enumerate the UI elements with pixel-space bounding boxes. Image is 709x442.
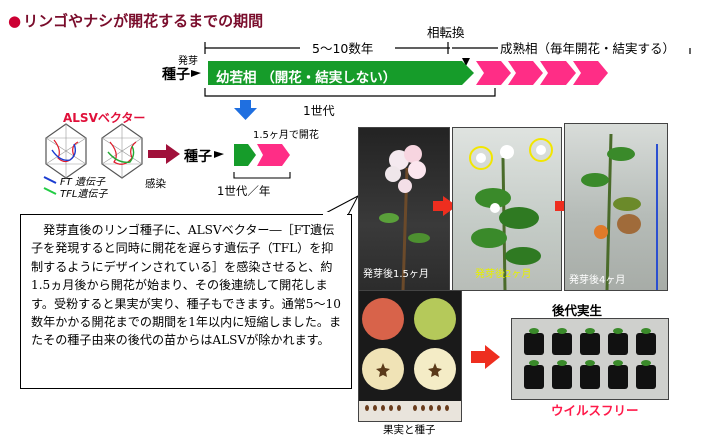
short-juvenile-arrow — [234, 144, 256, 166]
caption-1-5-months: 発芽後1.5ヶ月 — [363, 269, 429, 280]
red-apple-icon — [362, 298, 404, 340]
seed-arrow-icon — [191, 70, 201, 77]
fruit-photo — [358, 290, 462, 422]
generation-label: 1世代 — [303, 104, 335, 118]
phase-change-label: 相転換 — [427, 25, 465, 40]
caption-2-months: 発芽後2ヶ月 — [475, 269, 532, 280]
photo-4-months: 発芽後4ヶ月 — [564, 123, 668, 291]
vector-seed-label: 種子 — [184, 149, 212, 165]
fruit-caption: 果実と種子 — [383, 424, 436, 436]
generation-per-year-label: 1世代／年 — [217, 184, 271, 198]
description-text: 発芽直後のリンゴ種子に、ALSVベクター―［FT遺伝子を発現すると同時に開花を遅… — [31, 223, 342, 348]
juvenile-phase-label: 幼若相 （開花・結実しない） — [216, 70, 397, 86]
flowering-time-label: 1.5ヶ月で開花 — [253, 130, 319, 141]
page-title: ●リンゴやナシが開花するまでの期間 — [8, 12, 264, 30]
caption-4-months: 発芽後4ヶ月 — [569, 275, 626, 286]
flowering-plant-illustration-2 — [469, 138, 553, 290]
short-mature-chevron — [257, 144, 290, 166]
phase-change-marker — [462, 58, 470, 66]
fruiting-plant-illustration — [581, 133, 658, 290]
progeny-title: 後代実生 — [552, 303, 603, 318]
short-timeline-diagram — [214, 144, 291, 179]
highlight-circle-1 — [469, 146, 493, 170]
photo-2-months: 発芽後2ヶ月 — [452, 127, 562, 291]
germination-label: 発芽 — [178, 56, 198, 67]
mature-phase-label: 成熟相（毎年開花・結実する） — [500, 41, 676, 56]
flowering-plant-illustration-1 — [379, 145, 430, 290]
tfl-legend-line — [43, 187, 57, 195]
mature-chevron-3 — [540, 61, 576, 85]
mature-chevron-1 — [476, 61, 511, 85]
green-apple-icon — [414, 298, 456, 340]
fruit-illustration — [359, 298, 461, 421]
tfl-gene-legend: TFL遺伝子 — [60, 189, 108, 200]
apple-fruit-icon — [594, 225, 608, 239]
seedlings-illustration — [524, 328, 656, 389]
infection-arrow-icon — [148, 144, 180, 164]
juvenile-phase-arrow — [208, 61, 474, 85]
seed-label: 種子 — [162, 67, 190, 83]
red-arrow-icon-1 — [433, 196, 457, 216]
description-box: 発芽直後のリンゴ種子に、ALSVベクター―［FT遺伝子を発現すると同時に開花を遅… — [20, 214, 352, 389]
infection-label: 感染 — [145, 178, 166, 190]
timeline-diagram — [191, 42, 691, 120]
mature-chevron-2 — [508, 61, 543, 85]
virus-free-label: ウイルスフリー — [551, 403, 639, 418]
infection-arrow — [148, 144, 180, 164]
red-arrow-icon-3 — [471, 345, 500, 369]
ft-gene-legend: FT 遺伝子 — [60, 177, 106, 188]
vector-seed-arrow-icon — [214, 151, 224, 158]
mature-chevron-4 — [573, 61, 608, 85]
highlight-circle-2 — [529, 138, 553, 162]
virus-diagram — [45, 123, 143, 179]
progeny-photo — [511, 318, 669, 400]
gene-legend-lines — [43, 176, 57, 195]
seed-row-icon — [365, 405, 449, 411]
blue-down-arrow-icon — [234, 100, 257, 120]
ft-legend-line — [43, 176, 57, 184]
years-label: 5〜10数年 — [312, 41, 374, 56]
alsv-vector-title: ALSVベクター — [63, 111, 146, 125]
